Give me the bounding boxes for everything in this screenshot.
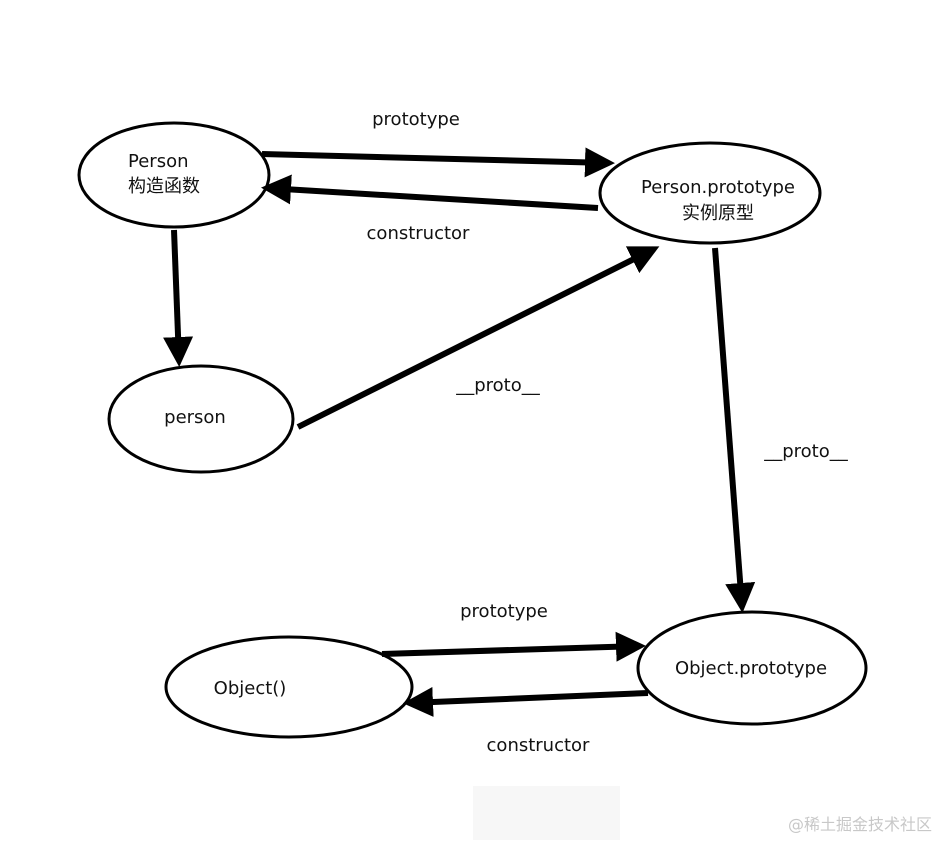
edge-label-proto: __proto__ [455, 375, 541, 396]
node-person-constructor[interactable]: Person 构造函数 [77, 121, 271, 229]
node-object-prototype[interactable]: Object.prototype [636, 610, 868, 726]
node-person-prototype[interactable]: Person.prototype 实例原型 [598, 141, 822, 245]
edge-label-constructor: constructor [487, 735, 591, 756]
node-ellipse [107, 364, 295, 474]
edge-label-prototype: prototype [372, 109, 460, 130]
faint-block [473, 786, 620, 840]
node-object-constructor[interactable]: Object() [164, 635, 414, 739]
node-label-name: Object() [214, 678, 287, 699]
node-label-subtitle: 构造函数 [128, 176, 200, 197]
watermark: @稀土掘金技术社区 [788, 815, 932, 834]
arrow-person-to-prototype [261, 147, 615, 178]
arrow-person-to-instance [163, 229, 194, 367]
node-ellipse [164, 635, 414, 739]
node-ellipse [77, 121, 271, 229]
node-label-subtitle: 实例原型 [682, 203, 754, 224]
arrow-prototype-to-person [261, 174, 599, 211]
arrow-object-to-prototype [381, 631, 646, 662]
node-label-name: Person [128, 151, 189, 172]
arrow-instance-proto [296, 246, 660, 430]
node-person-instance[interactable]: person [107, 364, 295, 474]
arrow-prototype-proto [712, 247, 756, 613]
node-label-name: Person.prototype [641, 177, 795, 198]
edge-label-proto: __proto__ [763, 441, 849, 462]
node-ellipse [598, 141, 822, 245]
edge-label-constructor: constructor [367, 223, 471, 244]
arrow-prototype-to-object [403, 687, 649, 717]
node-label-name: person [164, 407, 226, 428]
node-label-name: Object.prototype [675, 658, 827, 679]
edge-label-prototype: prototype [460, 601, 548, 622]
